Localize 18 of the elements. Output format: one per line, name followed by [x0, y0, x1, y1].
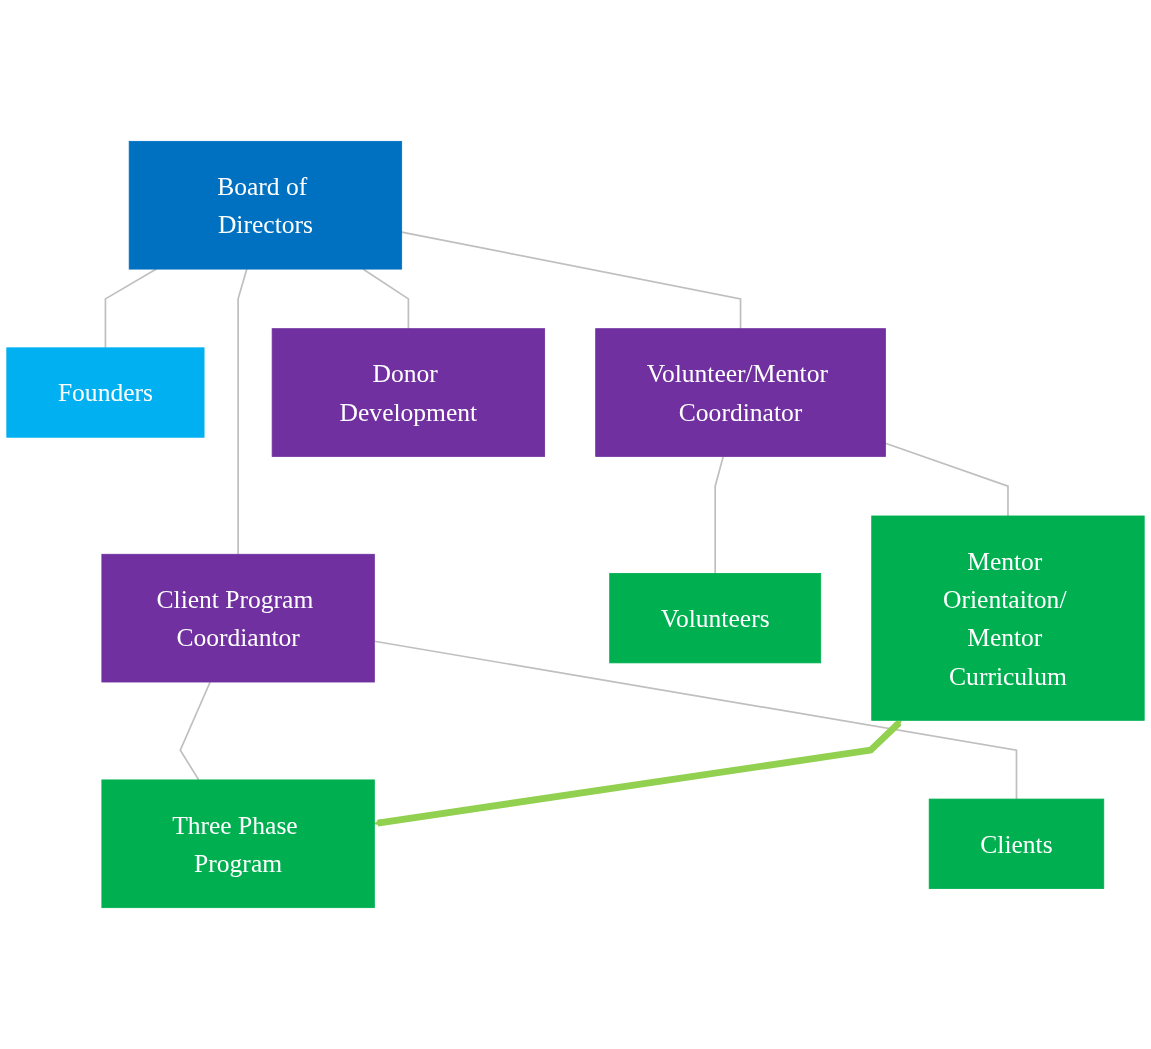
connector	[884, 442, 1009, 517]
connector	[362, 268, 410, 330]
node-box: Volunteers	[609, 573, 822, 664]
node-box: Volunteer/Mentor Coordinator	[595, 328, 886, 457]
node-box: Three Phase Program	[101, 779, 375, 909]
connector	[179, 681, 211, 781]
connector	[714, 455, 725, 575]
arrow	[374, 720, 902, 827]
node-box: Clients	[928, 798, 1105, 889]
connector	[237, 268, 248, 556]
node-box: Mentor Orientaiton/ Mentor Curriculum	[871, 515, 1145, 721]
node-box: Founders	[6, 347, 205, 438]
node-box: Donor Development	[271, 328, 546, 457]
node-box: Board of Directors	[128, 140, 403, 270]
connector	[400, 231, 742, 330]
connector	[373, 640, 1018, 800]
node-box: Client Program Coordiantor	[101, 553, 375, 683]
connector	[104, 268, 158, 349]
